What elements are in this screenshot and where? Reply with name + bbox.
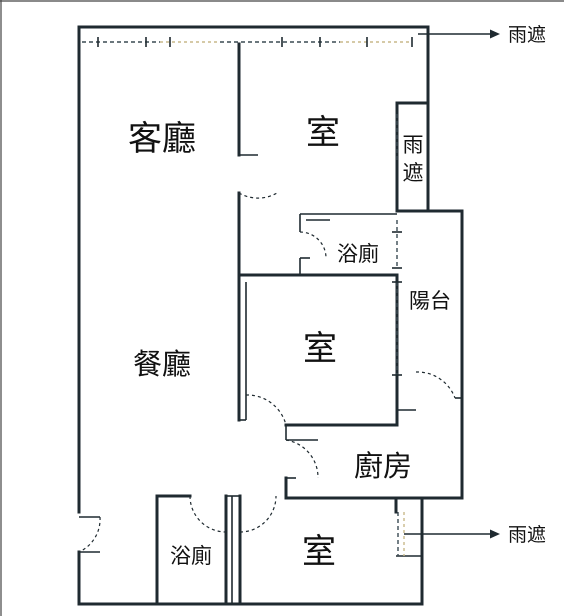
room-label-bath-upper: 浴廁 — [337, 242, 379, 266]
room-label-living: 客廳 — [128, 119, 196, 159]
callout-label-bottom: 雨遮 — [508, 524, 546, 546]
door-arc — [78, 516, 101, 553]
callout-arrowhead-top — [490, 29, 500, 39]
room-label-dining: 餐廳 — [133, 347, 191, 381]
door-arc — [189, 495, 227, 533]
outer-walls — [77, 25, 464, 606]
door-arc — [239, 495, 277, 533]
room-label-bath-lower: 浴廁 — [170, 544, 212, 568]
room-label-rain-shelter-line-2: 遮 — [403, 161, 424, 185]
room-label-bedroom-mid: 室 — [303, 329, 337, 369]
door-arc — [415, 371, 456, 399]
callout-arrows — [404, 29, 500, 539]
room-label-rain-shelter-line-1: 雨 — [403, 133, 424, 157]
room-labels: 客廳 室 雨 遮 浴廁 陽台 餐廳 室 廚房 浴廁 室 — [128, 113, 451, 572]
room-label-balcony: 陽台 — [409, 289, 451, 313]
side-windows — [392, 114, 405, 556]
room-label-bedroom-top: 室 — [306, 113, 340, 153]
door-arc — [245, 394, 287, 426]
doors — [78, 154, 456, 553]
room-label-bedroom-bottom: 室 — [302, 532, 336, 572]
callout-arrowhead-bottom — [490, 529, 500, 539]
room-label-kitchen: 廚房 — [354, 449, 412, 483]
door-arc — [238, 192, 278, 199]
door-arc — [285, 439, 319, 479]
callout-labels: 雨遮 雨遮 — [508, 24, 546, 546]
top-window — [82, 37, 413, 47]
door-arc — [299, 231, 327, 259]
callout-label-top: 雨遮 — [508, 24, 546, 46]
